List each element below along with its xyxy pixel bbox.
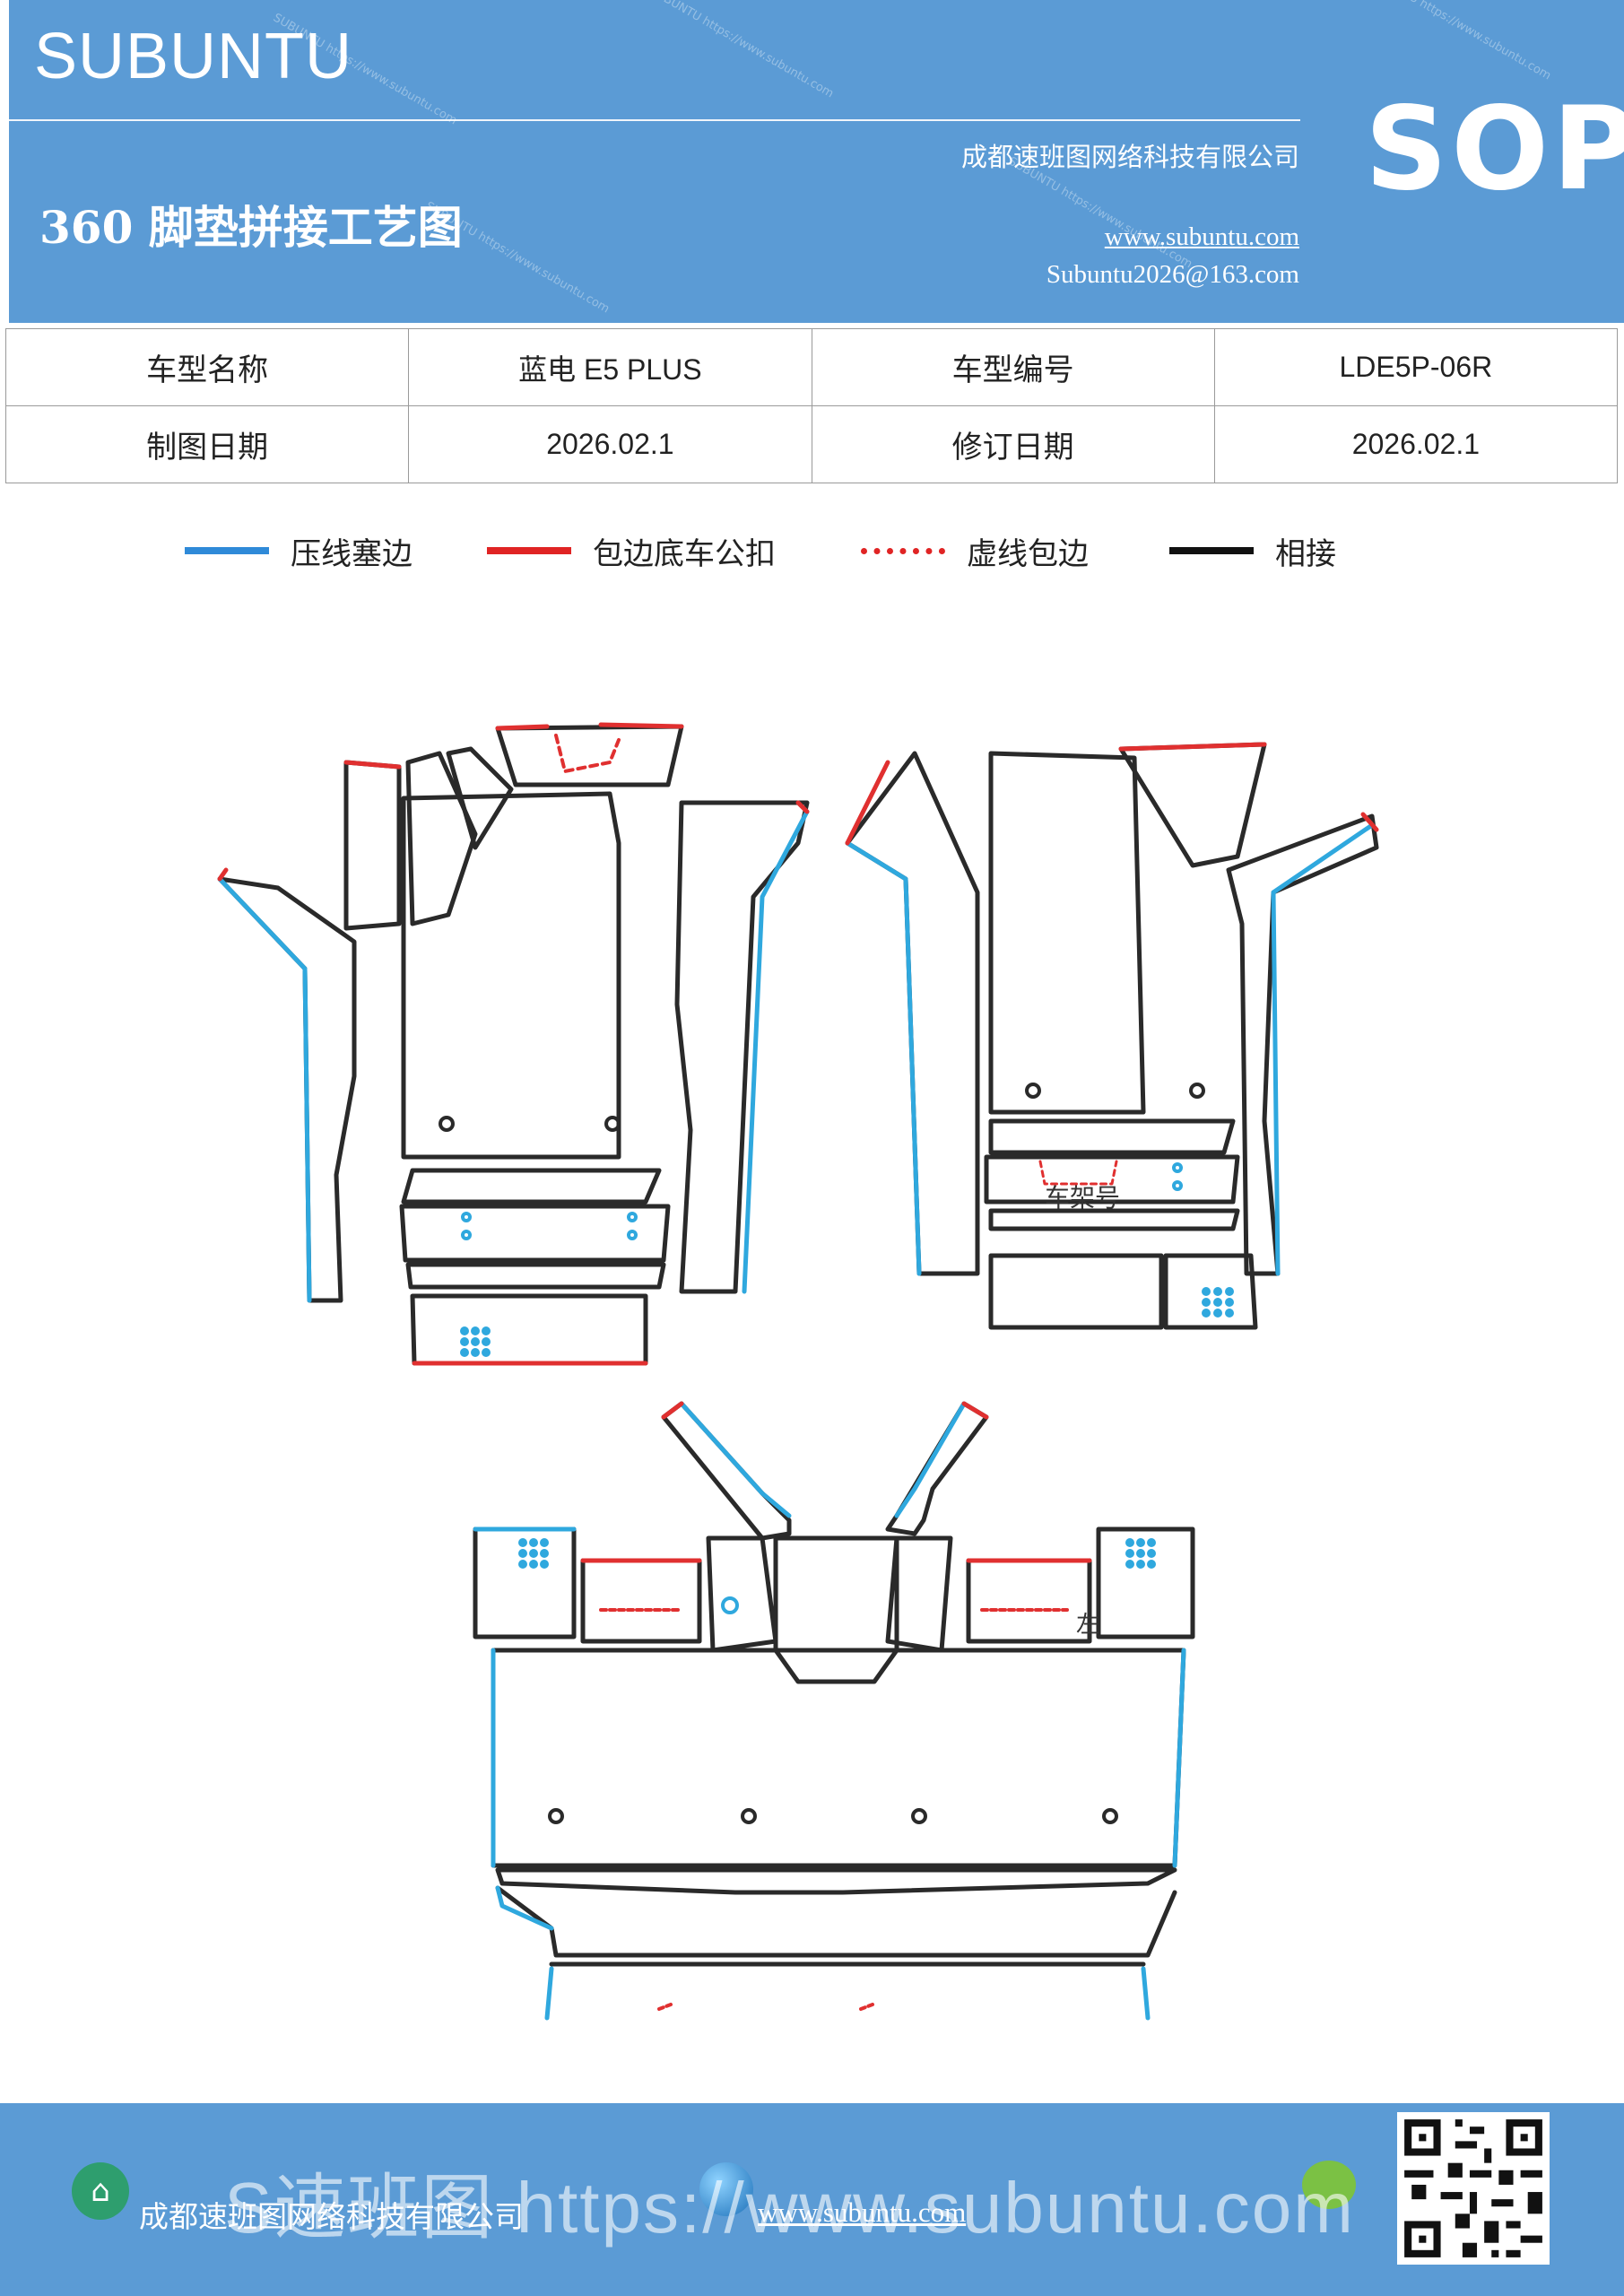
company-building-icon: ⌂	[72, 2162, 129, 2220]
model-code-label: 车型编号	[811, 328, 1215, 406]
sop-badge: SOP	[1365, 83, 1624, 216]
legend-swatch	[487, 547, 571, 554]
legend-item-press-edge: 压线塞边	[185, 524, 413, 578]
left-side-label: 左	[1076, 1612, 1099, 1639]
header-divider	[9, 119, 1300, 121]
legend-label: 包边底车公扣	[593, 535, 776, 572]
draw-date-label: 制图日期	[4, 405, 410, 483]
front-left-mats	[217, 722, 810, 1366]
footer-overlay-watermark: S速班图 https://www.subuntu.com	[224, 2168, 1355, 2248]
frame-number-label: 车架号	[1045, 1183, 1120, 1213]
page-title: 360 脚垫拼接工艺图	[39, 201, 463, 254]
legend-swatch	[1169, 547, 1254, 554]
watermark: SUBUNTU https://www.subuntu.com	[647, 0, 837, 101]
legend-label: 压线塞边	[291, 535, 413, 572]
legend-label: 相接	[1275, 535, 1336, 572]
wechat-icon	[1302, 2161, 1356, 2209]
front-right-mats: 车架号	[845, 742, 1379, 1330]
model-name-label: 车型名称	[4, 328, 410, 406]
footer-banner: ⌂ 成都速班图网络科技有限公司 www.subuntu.com S速班图 htt…	[0, 2103, 1624, 2296]
globe-icon	[699, 2162, 753, 2216]
legend-item-dotted-wrap: 虚线包边	[861, 524, 1089, 578]
vehicle-info-table: 车型名称 蓝电 E5 PLUS 车型编号 LDE5P-06R 制图日期 2026…	[4, 328, 1619, 483]
qr-code-icon[interactable]	[1397, 2112, 1550, 2265]
footer-company-name: 成都速班图网络科技有限公司	[139, 2199, 524, 2234]
email-address[interactable]: Subuntu2026@163.com	[1046, 260, 1299, 289]
revise-date-label: 修订日期	[811, 405, 1215, 483]
watermark: SUBUNTU https://www.subuntu.com	[1364, 0, 1554, 83]
table-row: 制图日期 2026.02.1 修订日期 2026.02.1	[4, 405, 1619, 483]
floor-mat-diagram: 车架号	[217, 722, 1379, 2021]
footer-website-link[interactable]: www.subuntu.com	[758, 2196, 967, 2228]
model-code-value: LDE5P-06R	[1213, 328, 1619, 406]
draw-date-value: 2026.02.1	[408, 405, 812, 483]
legend-swatch	[185, 547, 269, 554]
brand-name: SUBUNTU	[34, 21, 353, 92]
legend-item-wrap-buckle: 包边底车公扣	[487, 524, 776, 578]
rear-mats: 左	[473, 1401, 1195, 2021]
table-row: 车型名称 蓝电 E5 PLUS 车型编号 LDE5P-06R	[4, 328, 1619, 406]
revise-date-value: 2026.02.1	[1213, 405, 1619, 483]
header-banner: SUBUNTU https://www.subuntu.com SUBUNTU …	[9, 0, 1624, 323]
legend-item-joined: 相接	[1169, 524, 1336, 578]
legend-label: 虚线包边	[967, 535, 1089, 572]
company-name: 成都速班图网络科技有限公司	[960, 142, 1299, 172]
legend-swatch	[861, 547, 945, 554]
website-link[interactable]: www.subuntu.com	[1104, 222, 1299, 251]
model-name-value: 蓝电 E5 PLUS	[408, 328, 812, 406]
